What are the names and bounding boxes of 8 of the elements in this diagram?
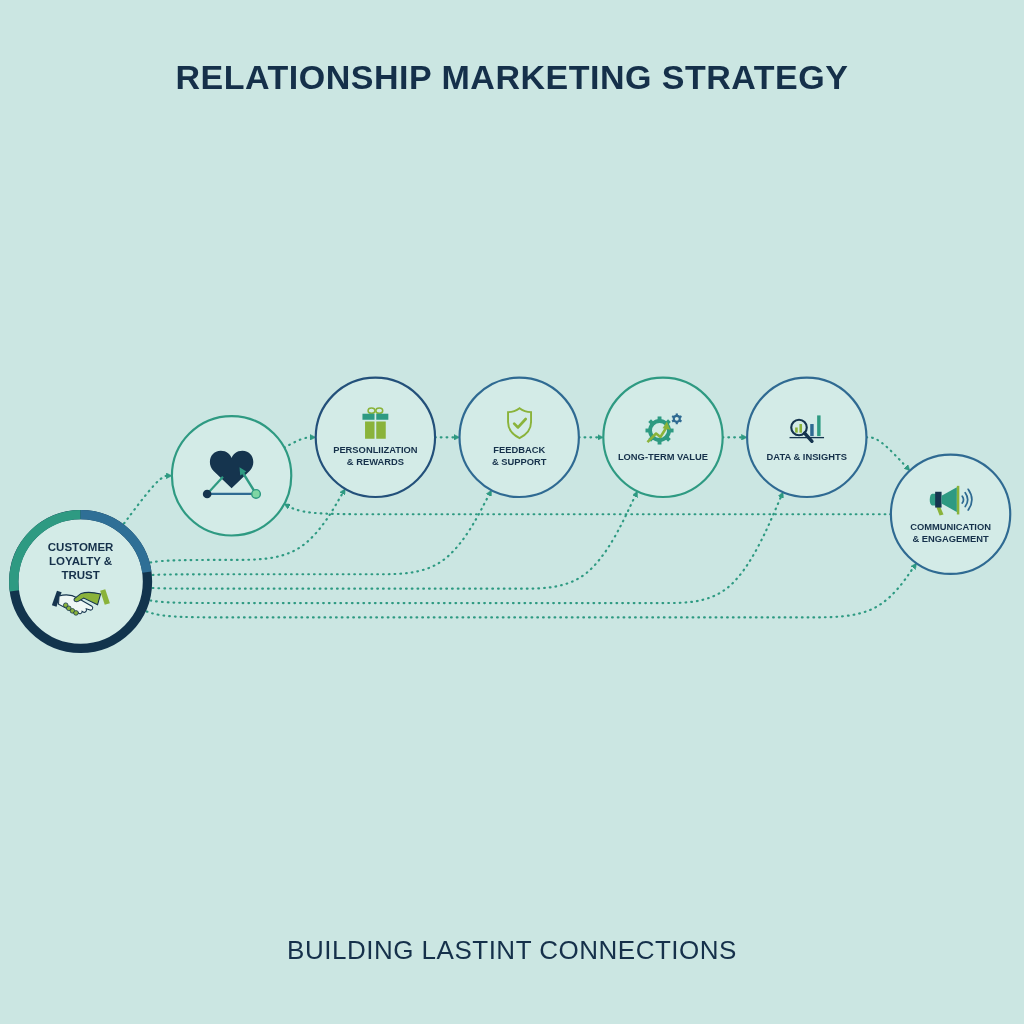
caption: BUILDING LASTINT CONNECTIONS [287,935,737,966]
node-circle: FEEDBACK & SUPPORT [458,376,580,499]
node-circle: COMMUNICATION & ENGAGEMENT [889,453,1012,575]
node-circle: LONG-TERM VALUE [602,376,724,499]
title: RELATIONSHIP MARKETING STRATEGY [175,58,849,97]
node-circle: DATA & INSIGHTS [746,376,868,499]
node-circle: PERSONLIIZATION & REWARDS [314,376,437,499]
node-circle [170,415,293,537]
